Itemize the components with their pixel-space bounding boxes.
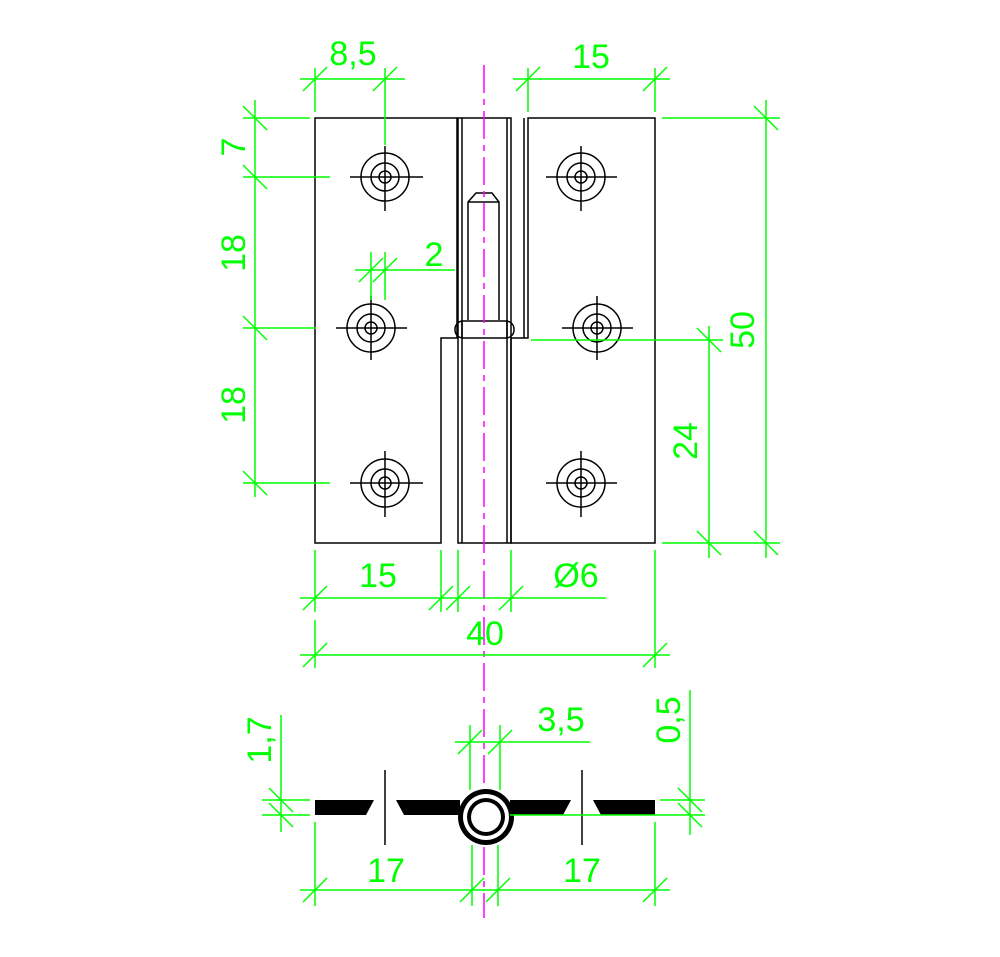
dim-pin-diameter: Ø6 bbox=[553, 557, 598, 595]
dim-hole-spacing-lower: 18 bbox=[215, 386, 253, 424]
dim-knuckle-height: 24 bbox=[667, 422, 705, 460]
dim-top-left-width: 8,5 bbox=[329, 35, 376, 73]
dim-knuckle-gap: 3,5 bbox=[537, 701, 584, 739]
dim-thickness: 1,7 bbox=[241, 716, 279, 763]
dim-clearance: 0,5 bbox=[650, 696, 688, 743]
dimension-labels: 8,5 15 7 18 18 2 50 24 15 Ø6 40 1,7 3,5 … bbox=[215, 35, 762, 890]
screw-hole bbox=[336, 296, 407, 360]
screw-hole bbox=[546, 451, 617, 517]
dim-total-height: 50 bbox=[724, 311, 762, 349]
pin-section bbox=[471, 802, 501, 832]
dim-left-leaf-section: 17 bbox=[367, 852, 405, 890]
dim-countersink: 2 bbox=[425, 236, 444, 274]
dim-top-right-width: 15 bbox=[572, 38, 610, 76]
screw-hole bbox=[350, 451, 423, 517]
dim-hole-offset-top: 7 bbox=[215, 138, 253, 157]
dimension-lines bbox=[242, 66, 780, 906]
left-leaf-outline bbox=[314, 117, 458, 544]
side-view bbox=[315, 770, 655, 845]
right-leaf-outline bbox=[510, 117, 656, 544]
screw-hole bbox=[546, 146, 617, 211]
dim-total-width: 40 bbox=[466, 615, 504, 653]
dim-right-leaf-section: 17 bbox=[563, 852, 601, 890]
screw-hole bbox=[350, 146, 423, 211]
dim-bottom-left-width: 15 bbox=[359, 557, 397, 595]
dim-hole-spacing-upper: 18 bbox=[215, 234, 253, 272]
screw-hole bbox=[562, 296, 633, 360]
